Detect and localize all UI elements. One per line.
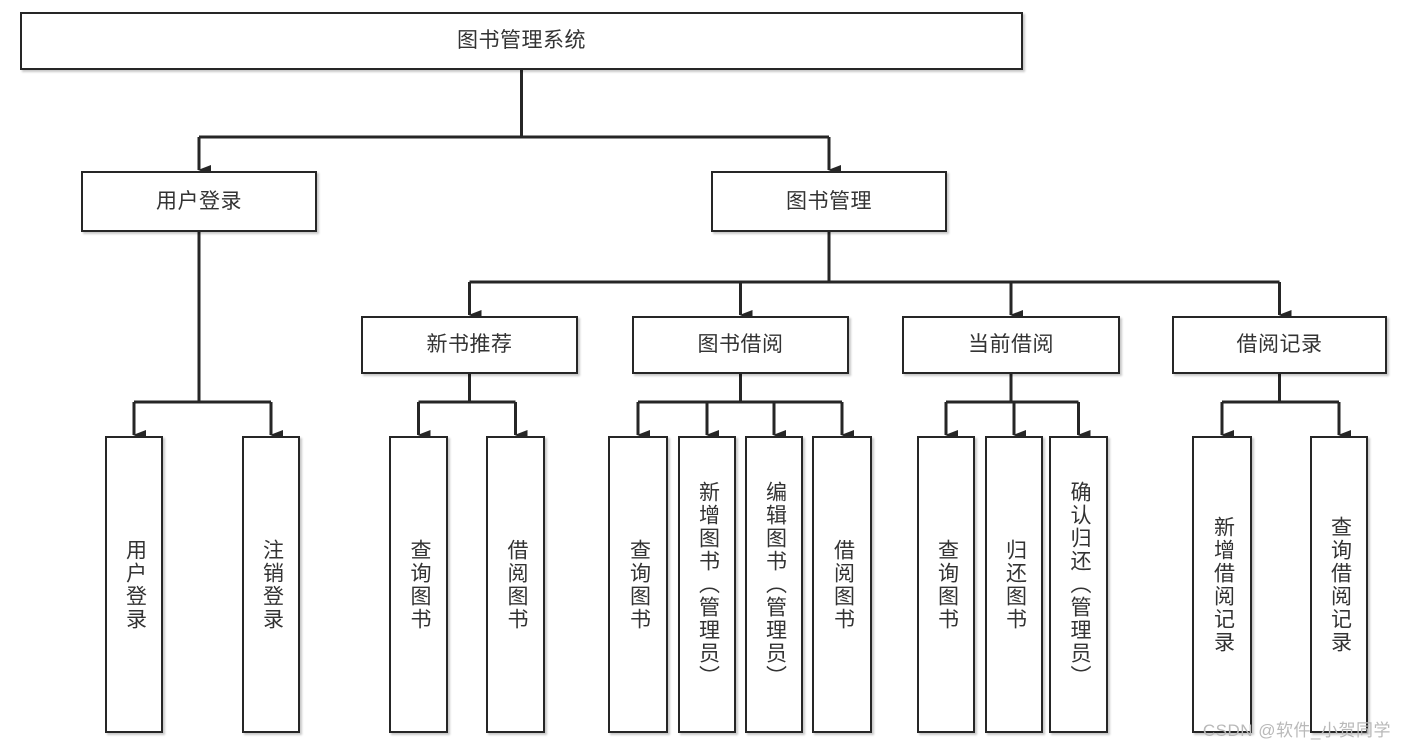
node-login[interactable]: 用户登录 <box>81 171 317 232</box>
node-label: 查询借阅记录 <box>1328 515 1352 654</box>
node-label: 用户登录 <box>156 189 242 213</box>
node-leaf-bor-2[interactable]: 新增图书（管理员） <box>678 436 736 733</box>
node-label: 新增图书（管理员） <box>696 481 720 688</box>
node-records[interactable]: 借阅记录 <box>1172 316 1387 374</box>
node-label: 当前借阅 <box>968 333 1054 357</box>
edge-group <box>132 70 1351 440</box>
node-root[interactable]: 图书管理系统 <box>20 12 1023 70</box>
node-leaf-rec-2[interactable]: 查询借阅记录 <box>1310 436 1368 733</box>
node-leaf-cur-2[interactable]: 归还图书 <box>985 436 1043 733</box>
node-label: 查询图书 <box>627 538 651 631</box>
node-label: 编辑图书（管理员） <box>763 481 787 688</box>
node-borrow[interactable]: 图书借阅 <box>632 316 849 374</box>
node-label: 图书管理 <box>786 189 872 213</box>
node-leaf-rec-1[interactable]: 新增借阅记录 <box>1192 436 1252 733</box>
node-label: 用户登录 <box>123 538 147 631</box>
node-leaf-bor-4[interactable]: 借阅图书 <box>812 436 872 733</box>
node-current[interactable]: 当前借阅 <box>902 316 1120 374</box>
node-label: 查询图书 <box>935 538 959 631</box>
node-leaf-cur-3[interactable]: 确认归还（管理员） <box>1049 436 1108 733</box>
node-leaf-bor-1[interactable]: 查询图书 <box>608 436 668 733</box>
node-leaf-login-2[interactable]: 注销登录 <box>242 436 300 733</box>
node-label: 新书推荐 <box>426 333 513 357</box>
node-label: 查询图书 <box>407 538 431 631</box>
node-leaf-new-2[interactable]: 借阅图书 <box>486 436 545 733</box>
node-label: 借阅记录 <box>1236 333 1323 357</box>
node-label: 新增借阅记录 <box>1211 515 1235 654</box>
node-newbook[interactable]: 新书推荐 <box>361 316 578 374</box>
node-label: 借阅图书 <box>831 538 855 631</box>
node-label: 图书借阅 <box>697 333 784 357</box>
node-leaf-bor-3[interactable]: 编辑图书（管理员） <box>745 436 803 733</box>
node-label: 图书管理系统 <box>457 29 586 53</box>
node-bookmgmt[interactable]: 图书管理 <box>711 171 947 232</box>
node-label: 注销登录 <box>260 538 284 631</box>
node-leaf-cur-1[interactable]: 查询图书 <box>917 436 975 733</box>
node-leaf-login-1[interactable]: 用户登录 <box>105 436 163 733</box>
node-label: 借阅图书 <box>504 538 528 631</box>
node-leaf-new-1[interactable]: 查询图书 <box>389 436 448 733</box>
node-label: 确认归还（管理员） <box>1067 481 1091 688</box>
node-label: 归还图书 <box>1003 538 1027 631</box>
